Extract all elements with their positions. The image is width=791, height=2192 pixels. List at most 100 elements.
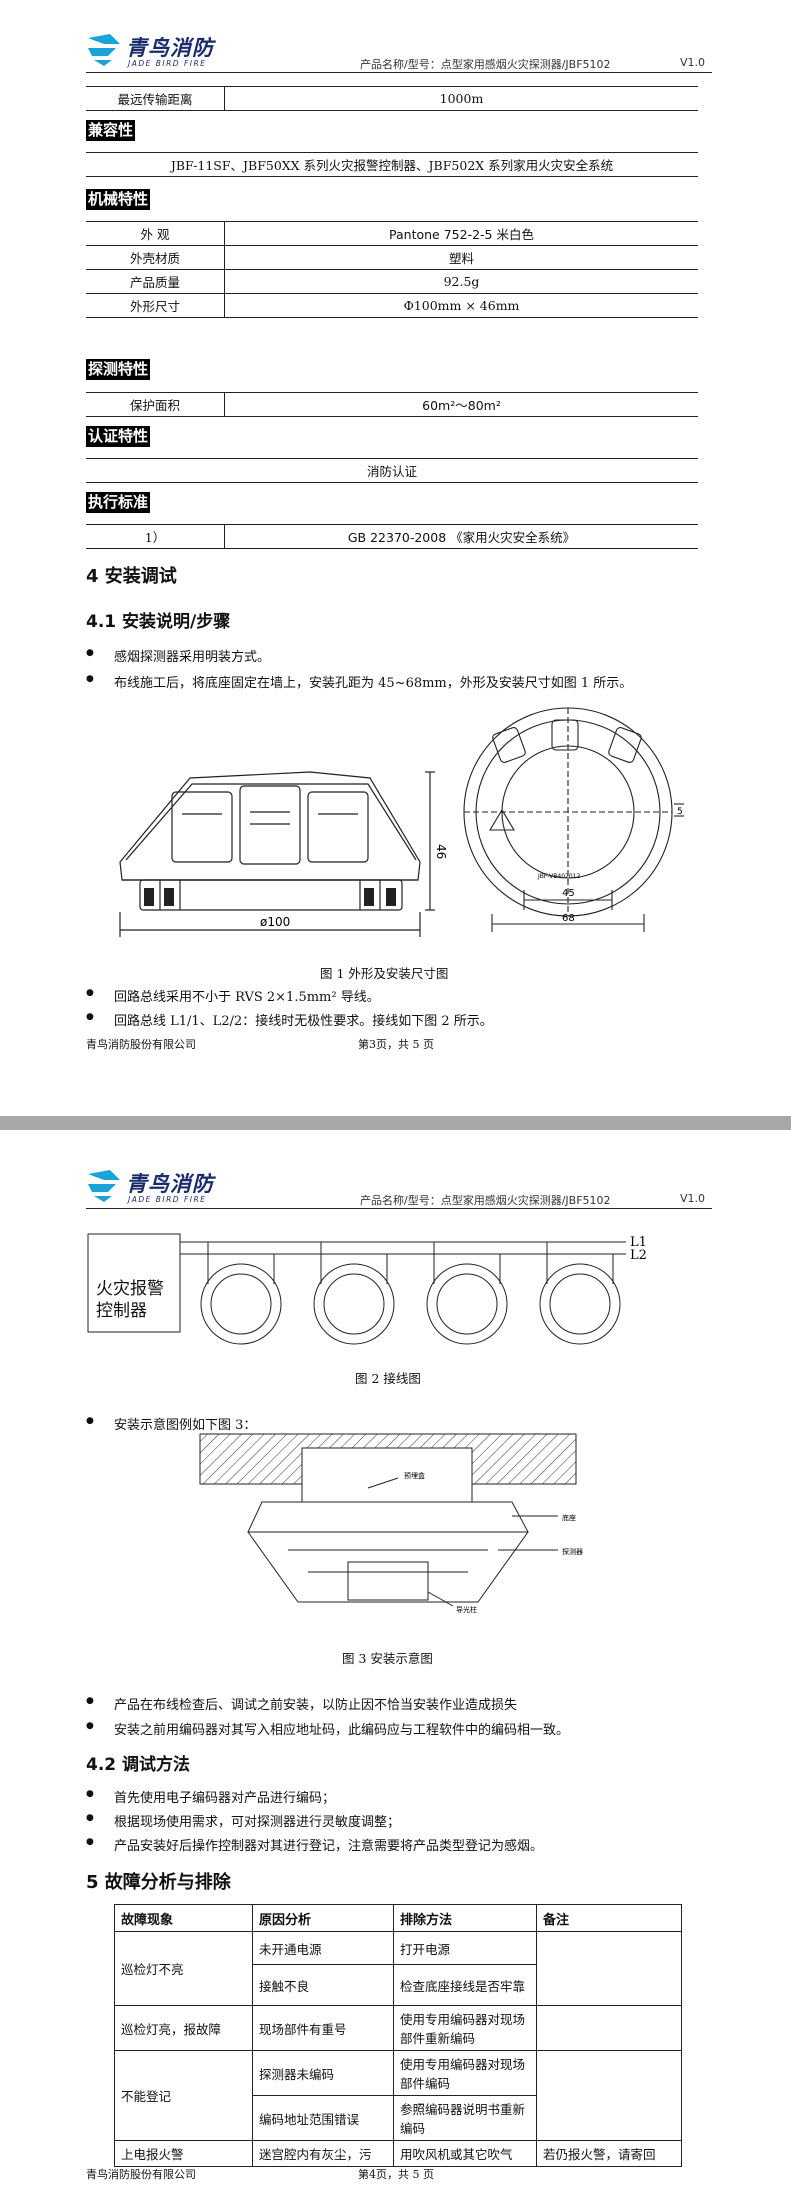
bird-logo-icon bbox=[88, 1170, 120, 1202]
logo-en: JADE BIRD FIRE bbox=[128, 59, 207, 68]
mech-value: Φ100mm × 46mm bbox=[224, 293, 698, 318]
header-rule bbox=[86, 72, 712, 73]
heading-5: 5 故障分析与排除 bbox=[86, 1872, 231, 1893]
method-cell: 使用专用编码器对现场部件重新编码 bbox=[393, 2005, 537, 2051]
mech-label: 外形尺寸 bbox=[86, 293, 225, 318]
detect-label: 保护面积 bbox=[86, 392, 225, 417]
bullet-item: 感烟探测器采用明装方式。 bbox=[86, 646, 270, 665]
header-version: V1.0 bbox=[680, 56, 706, 69]
bullet-item: 首先使用电子编码器对产品进行编码； bbox=[86, 1787, 335, 1806]
std-value: GB 22370-2008 《家用火灾安全系统》 bbox=[224, 524, 698, 549]
bullet-text: 首先使用电子编码器对产品进行编码； bbox=[114, 1791, 336, 1806]
symptom-cell: 巡检灯亮，报故障 bbox=[114, 2005, 253, 2051]
table-row: 巡检灯亮，报故障 现场部件有重号 使用专用编码器对现场部件重新编码 bbox=[114, 2005, 682, 2051]
table-row: 巡检灯不亮 未开通电源 打开电源 bbox=[114, 1931, 682, 2006]
footer-company: 青鸟消防股份有限公司 bbox=[86, 2168, 196, 2181]
col-header: 排除方法 bbox=[393, 1904, 537, 1932]
heading-4-1: 4.1 安装说明/步骤 bbox=[86, 612, 231, 632]
page-3: 青鸟消防 JADE BIRD FIRE 产品名称/型号：点型家用感烟火灾探测器/… bbox=[0, 0, 791, 1116]
section-cert: 认证特性 bbox=[86, 426, 151, 447]
note-cell bbox=[536, 2005, 682, 2051]
bullet-item: 安装示意图例如下图 3： bbox=[86, 1414, 256, 1433]
compat-text: JBF-11SF、JBF50XX 系列火灾报警控制器、JBF502X 系列家用火… bbox=[86, 152, 698, 177]
fig1-dim-45: 45 bbox=[562, 888, 575, 899]
header-version: V1.0 bbox=[680, 1192, 706, 1205]
bullet-text: 回路总线采用不小于 RVS 2×1.5mm² 导线。 bbox=[114, 990, 380, 1005]
logo-cn: 青鸟消防 bbox=[126, 1172, 214, 1196]
col-header: 原因分析 bbox=[252, 1904, 394, 1932]
fig2-caption: 图 2 接线图 bbox=[355, 1371, 421, 1386]
figure-1-bottom-view: JBF-VB402012 45 68 5 bbox=[463, 707, 684, 932]
fig3-box-label: 预埋盒 bbox=[404, 1471, 425, 1480]
bullet-text: 产品在布线检查后、调试之前安装，以防止因不恰当安装作业造成损失 bbox=[114, 1698, 518, 1713]
figure-1-side-view: 46 ø100 bbox=[119, 771, 448, 937]
section-detect: 探测特性 bbox=[86, 359, 151, 380]
fault-table: 故障现象 原因分析 排除方法 备注 巡检灯不亮 未开通电源 打开电源 接触不良 … bbox=[114, 1904, 682, 2167]
detect-value: 60m²～80m² bbox=[224, 392, 698, 417]
page-gap bbox=[0, 1116, 791, 1130]
note-cell bbox=[536, 1931, 682, 2006]
header-rule bbox=[86, 1208, 712, 1209]
fig2-l1: L1 bbox=[630, 1235, 647, 1250]
footer-page: 第4页，共 5 页 bbox=[358, 2168, 434, 2181]
spec-value: 1000m bbox=[224, 86, 698, 111]
bullet-item: 产品在布线检查后、调试之前安装，以防止因不恰当安装作业造成损失 bbox=[86, 1694, 517, 1713]
table-row: 外壳材质塑料 bbox=[86, 245, 698, 270]
mech-label: 外 观 bbox=[86, 221, 225, 246]
method-cell: 打开电源 bbox=[393, 1931, 537, 1965]
fig3-base-label: 底座 bbox=[562, 1513, 576, 1522]
note-cell: 若仍报火警，请寄回 bbox=[536, 2140, 682, 2167]
mech-label: 外壳材质 bbox=[86, 245, 225, 270]
header-product: 产品名称/型号：点型家用感烟火灾探测器/JBF5102 bbox=[360, 1194, 611, 1207]
fig3-light-label: 导光柱 bbox=[456, 1605, 477, 1614]
heading-4: 4 安装调试 bbox=[86, 566, 177, 587]
col-header: 故障现象 bbox=[114, 1904, 253, 1932]
table-row: 上电报火警 迷宫腔内有灰尘，污 用吹风机或其它吹气 若仍报火警，请寄回 bbox=[114, 2140, 682, 2167]
bullet-item: 产品安装好后操作控制器对其进行登记，注意需要将产品类型登记为感烟。 bbox=[86, 1835, 543, 1854]
section-std: 执行标准 bbox=[86, 492, 151, 513]
bullet-text: 产品安装好后操作控制器对其进行登记，注意需要将产品类型登记为感烟。 bbox=[114, 1839, 544, 1854]
cert-table: 消防认证 bbox=[86, 458, 698, 483]
fig1-height-label: 46 bbox=[434, 844, 448, 859]
mech-value: 塑料 bbox=[224, 245, 698, 270]
bullet-text: 感烟探测器采用明装方式。 bbox=[114, 650, 271, 665]
fig1-label-text: JBF-VB402012 bbox=[537, 873, 580, 880]
method-cell: 使用专用编码器对现场部件编码 bbox=[393, 2050, 537, 2096]
bullet-text: 布线施工后，将底座固定在墙上，安装孔距为 45~68mm，外形及安装尺寸如图 1… bbox=[114, 676, 633, 691]
figure-3-installation: 预埋盒 底座 探测器 导光柱 bbox=[199, 1433, 583, 1614]
cause-cell: 探测器未编码 bbox=[252, 2050, 394, 2096]
symptom-cell: 上电报火警 bbox=[114, 2140, 253, 2167]
bullet-item: 回路总线 L1/1、L2/2：接线时无极性要求。接线如下图 2 所示。 bbox=[86, 1010, 493, 1029]
fig1-dim-5: 5 bbox=[677, 807, 683, 817]
bullet-text: 安装之前用编码器对其写入相应地址码，此编码应与工程软件中的编码相一致。 bbox=[114, 1723, 570, 1738]
fig1-caption: 图 1 外形及安装尺寸图 bbox=[320, 966, 449, 981]
method-cell: 参照编码器说明书重新编码 bbox=[393, 2095, 537, 2141]
cause-cell: 迷宫腔内有灰尘，污 bbox=[252, 2140, 394, 2167]
cause-cell: 编码地址范围错误 bbox=[252, 2095, 394, 2141]
mech-value: 92.5g bbox=[224, 269, 698, 294]
bullet-text: 回路总线 L1/1、L2/2：接线时无极性要求。接线如下图 2 所示。 bbox=[114, 1014, 493, 1029]
symptom-cell: 不能登记 bbox=[114, 2050, 253, 2141]
table-row: 1） GB 22370-2008 《家用火灾安全系统》 bbox=[86, 524, 698, 549]
table-row: 编码地址范围错误 参照编码器说明书重新编码 bbox=[115, 2095, 682, 2141]
footer-company: 青鸟消防股份有限公司 bbox=[86, 1038, 196, 1051]
fig2-l2: L2 bbox=[630, 1248, 647, 1263]
table-row: 接触不良 检查底座接线是否牢靠 bbox=[115, 1964, 682, 2006]
fig2-controller-label: 火灾报警控制器 bbox=[96, 1279, 164, 1321]
mech-value: Pantone 752-2-5 米白色 bbox=[224, 221, 698, 246]
symptom-cell: 巡检灯不亮 bbox=[114, 1931, 253, 2006]
logo-cn: 青鸟消防 bbox=[126, 36, 214, 60]
table-row: 不能登记 探测器未编码 使用专用编码器对现场部件编码 bbox=[114, 2050, 682, 2141]
spec-table-transmission: 最远传输距离 1000m bbox=[86, 86, 698, 111]
table-row: 保护面积 60m²～80m² bbox=[86, 392, 698, 417]
brand-logo: 青鸟消防 JADE BIRD FIRE bbox=[86, 1166, 226, 1206]
cert-value: 消防认证 bbox=[86, 458, 698, 483]
std-label: 1） bbox=[86, 524, 225, 549]
section-compat: 兼容性 bbox=[86, 120, 136, 141]
table-row: JBF-11SF、JBF50XX 系列火灾报警控制器、JBF502X 系列家用火… bbox=[86, 152, 698, 177]
heading-4-2: 4.2 调试方法 bbox=[86, 1755, 191, 1775]
bullet-item: 安装之前用编码器对其写入相应地址码，此编码应与工程软件中的编码相一致。 bbox=[86, 1719, 569, 1738]
